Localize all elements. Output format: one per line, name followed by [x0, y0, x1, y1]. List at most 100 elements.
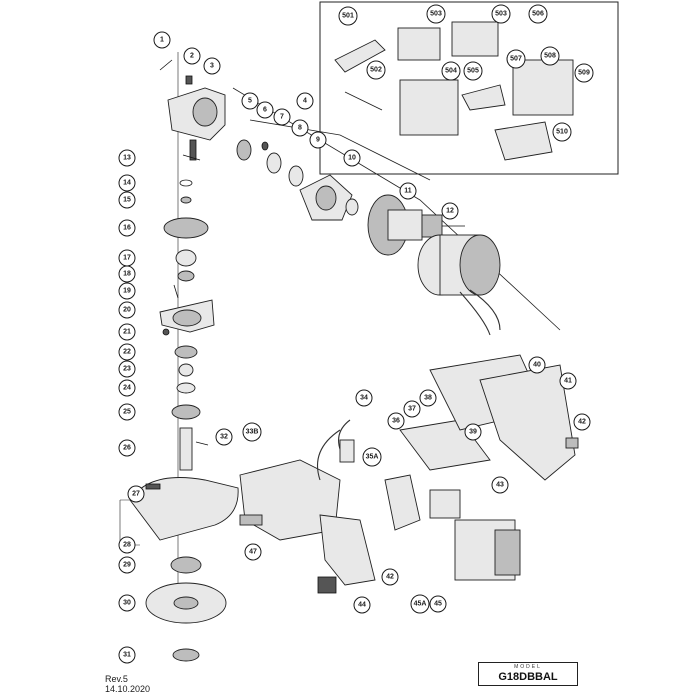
svg-text:504: 504: [445, 68, 457, 75]
svg-text:501: 501: [342, 13, 354, 20]
callout-17: 17: [118, 249, 136, 267]
callout-47: 47: [244, 543, 262, 561]
svg-text:40: 40: [533, 362, 541, 369]
callout-33B: 33B: [242, 422, 262, 442]
svg-text:36: 36: [392, 418, 400, 425]
callout-43: 43: [491, 476, 509, 494]
svg-text:21: 21: [123, 329, 131, 336]
svg-text:9: 9: [316, 137, 320, 144]
svg-text:45: 45: [434, 601, 442, 608]
svg-text:37: 37: [408, 406, 416, 413]
spindle-stack-parts: [129, 154, 239, 662]
callout-30: 30: [118, 594, 136, 612]
revision-date: 14.10.2020: [105, 684, 151, 694]
callout-506: 506: [528, 4, 548, 24]
callout-26: 26: [118, 439, 136, 457]
callout-8: 8: [291, 119, 309, 137]
callout-42-lower: 42: [381, 568, 399, 586]
callout-503-right: 503: [491, 4, 511, 24]
svg-text:25: 25: [123, 409, 131, 416]
svg-text:29: 29: [123, 562, 131, 569]
svg-text:44: 44: [358, 602, 366, 609]
svg-text:509: 509: [578, 70, 590, 77]
svg-text:41: 41: [564, 378, 572, 385]
callout-24: 24: [118, 379, 136, 397]
svg-text:24: 24: [123, 385, 131, 392]
svg-text:10: 10: [348, 155, 356, 162]
gear-and-bearing-parts: [236, 139, 359, 221]
callout-39: 39: [464, 423, 482, 441]
callout-6: 6: [256, 101, 274, 119]
callout-503-left: 503: [426, 4, 446, 24]
svg-text:22: 22: [123, 349, 131, 356]
svg-text:506: 506: [532, 11, 544, 18]
svg-text:17: 17: [123, 255, 131, 262]
callout-3: 3: [203, 57, 221, 75]
svg-text:38: 38: [424, 395, 432, 402]
callout-501: 501: [338, 6, 358, 26]
stator-part: [417, 234, 501, 336]
model-box: MODEL G18DBBAL: [478, 662, 578, 686]
svg-text:5: 5: [248, 98, 252, 105]
callout-32: 32: [215, 428, 233, 446]
accessory-parts: [334, 21, 574, 161]
callout-22: 22: [118, 343, 136, 361]
callout-16: 16: [118, 219, 136, 237]
callout-502: 502: [366, 60, 386, 80]
callout-19: 19: [118, 282, 136, 300]
callout-508: 508: [540, 46, 560, 66]
svg-text:42: 42: [386, 574, 394, 581]
callout-5: 5: [241, 92, 259, 110]
callout-27: 27: [127, 485, 145, 503]
svg-text:33B: 33B: [246, 429, 259, 436]
callout-23: 23: [118, 360, 136, 378]
svg-text:45A: 45A: [414, 601, 427, 608]
callout-11: 11: [399, 182, 417, 200]
svg-text:28: 28: [123, 542, 131, 549]
callout-7: 7: [273, 108, 291, 126]
svg-text:510: 510: [556, 129, 568, 136]
callout-38: 38: [419, 389, 437, 407]
callout-28: 28: [118, 536, 136, 554]
svg-text:47: 47: [249, 549, 257, 556]
callout-509: 509: [574, 63, 594, 83]
svg-text:32: 32: [220, 434, 228, 441]
model-label: MODEL: [514, 664, 542, 670]
armature-part: [367, 194, 465, 256]
svg-text:30: 30: [123, 600, 131, 607]
svg-text:18: 18: [123, 271, 131, 278]
svg-text:39: 39: [469, 429, 477, 436]
svg-text:31: 31: [123, 652, 131, 659]
callout-31: 31: [118, 646, 136, 664]
callout-45: 45: [429, 595, 447, 613]
svg-text:3: 3: [210, 63, 214, 70]
svg-text:11: 11: [404, 188, 412, 195]
callout-42-right: 42: [573, 413, 591, 431]
svg-text:42: 42: [578, 419, 586, 426]
callout-1: 1: [153, 31, 171, 49]
callout-505: 505: [463, 61, 483, 81]
callout-4: 4: [296, 92, 314, 110]
svg-text:26: 26: [123, 445, 131, 452]
svg-text:12: 12: [446, 208, 454, 215]
svg-text:23: 23: [123, 366, 131, 373]
callout-13: 13: [118, 149, 136, 167]
callout-37: 37: [403, 400, 421, 418]
callout-20: 20: [118, 301, 136, 319]
callout-2: 2: [183, 47, 201, 65]
callout-29: 29: [118, 556, 136, 574]
svg-text:19: 19: [123, 288, 131, 295]
callout-15: 15: [118, 191, 136, 209]
svg-text:43: 43: [496, 482, 504, 489]
accessory-box: [319, 1, 619, 175]
svg-text:508: 508: [544, 53, 556, 60]
callout-10: 10: [343, 149, 361, 167]
svg-text:16: 16: [123, 225, 131, 232]
callout-510: 510: [552, 122, 572, 142]
callout-44: 44: [353, 596, 371, 614]
svg-text:4: 4: [303, 98, 307, 105]
callout-507: 507: [506, 49, 526, 69]
svg-text:8: 8: [298, 125, 302, 132]
callout-9: 9: [309, 131, 327, 149]
